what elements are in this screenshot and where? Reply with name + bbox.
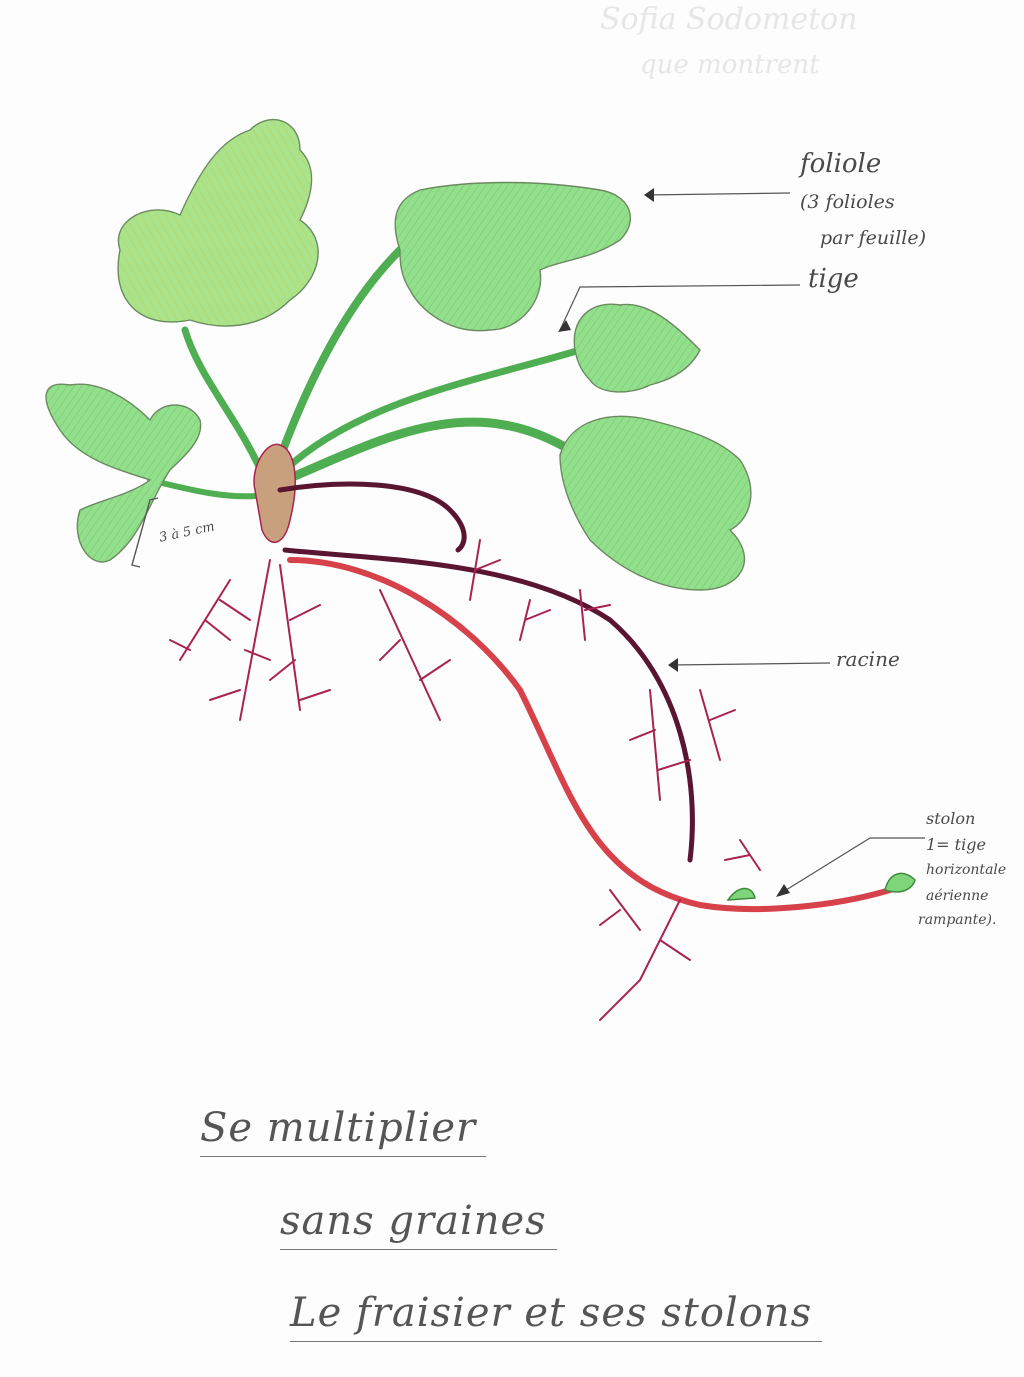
label-tige: tige	[808, 264, 859, 294]
arrow-racine	[668, 658, 678, 672]
arrow-tige	[558, 320, 571, 332]
leader-racine	[669, 662, 831, 666]
arrow-stolon	[776, 884, 790, 897]
label-stolon-2: 1= tige	[926, 835, 986, 854]
leaf-top-right	[394, 181, 631, 332]
leaf-left	[45, 383, 202, 563]
label-racine: racine	[836, 647, 900, 671]
label-stolon-4: aérienne	[926, 888, 989, 904]
title-line-1: Se multiplier	[200, 1105, 487, 1157]
stem-to-lower-right-leaf	[285, 417, 575, 483]
leader-tige	[559, 284, 801, 331]
leaves	[45, 119, 752, 591]
stolon	[287, 557, 893, 913]
leader-stolon	[777, 837, 925, 896]
faint-header-note: que montrent	[640, 50, 820, 80]
measure-bracket	[131, 497, 159, 568]
main-dark-root	[282, 547, 695, 863]
label-foliole-note-2: par feuille)	[820, 227, 927, 249]
label-foliole: foliole	[800, 149, 882, 179]
arrow-foliole	[644, 188, 654, 202]
label-stolon-5: rampante).	[918, 912, 997, 928]
title-line-2: sans graines	[280, 1198, 557, 1250]
stolon-bud-1	[726, 887, 756, 901]
stem-to-top-left-leaf	[181, 326, 269, 484]
leader-arrowheads	[558, 188, 790, 897]
leader-lines	[559, 192, 925, 896]
label-stolon-3: horizontale	[926, 862, 1007, 878]
rootlets	[169, 539, 761, 1021]
short-runner	[277, 481, 467, 553]
leaf-lower-right	[559, 415, 752, 591]
label-stolon-1: stolon	[926, 809, 976, 828]
stem-to-small-leaf	[281, 346, 584, 474]
plant-crown	[253, 443, 296, 543]
stolon-tip-plantlet	[884, 872, 916, 893]
faint-student-name: Sofia Sodometon	[600, 2, 858, 37]
leaf-small	[573, 303, 701, 393]
title-line-3: Le fraisier et ses stolons	[290, 1290, 823, 1342]
leader-foliole	[644, 192, 791, 196]
stems	[147, 246, 584, 500]
label-foliole-note-1: (3 folioles	[800, 191, 895, 213]
stem-to-left-leaf	[147, 477, 268, 500]
leaf-top-left	[117, 119, 319, 327]
